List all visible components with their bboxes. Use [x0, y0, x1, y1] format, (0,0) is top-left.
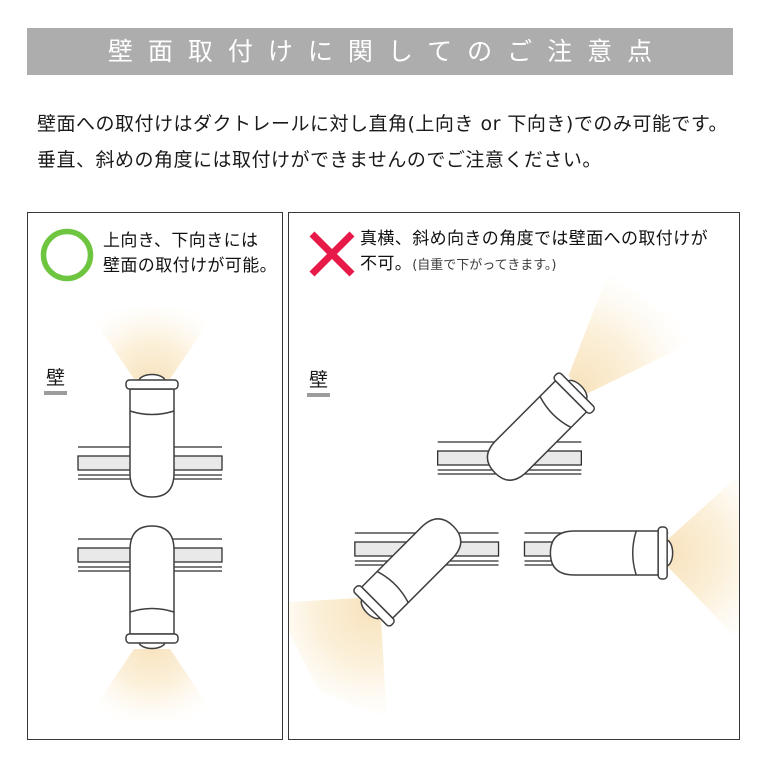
light-beam-sideways [667, 475, 739, 641]
spotlight-tilted-down-left [347, 507, 473, 633]
spotlight-tilted-up-right [475, 366, 601, 492]
ok-panel: 上向き、下向きには 壁面の取付けが可能。 壁 [27, 212, 283, 740]
ok-caption-line-2: 壁面の取付けが可能。 [103, 256, 277, 276]
ng-diagram [289, 273, 739, 718]
ok-caption-line-1: 上向き、下向きには [103, 231, 259, 251]
intro-line-2: 垂直、斜めの角度には取付けができませんのでご注意ください。 [37, 149, 602, 171]
wall-label: 壁 [307, 365, 331, 397]
page-title: 壁面取付けに関してのご注意点 [107, 37, 668, 66]
ok-caption: 上向き、下向きには 壁面の取付けが可能。 [103, 229, 277, 279]
wall-label: 壁 [44, 363, 68, 395]
spotlight-facing-down [125, 525, 179, 650]
light-beam-down [86, 649, 218, 720]
ok-circle-icon [40, 228, 94, 282]
intro-text: 壁面への取付けはダクトレールに対し直角(上向き or 下向き)でのみ可能です。 … [37, 106, 737, 178]
light-beam-up [86, 308, 218, 379]
ng-caption: 真横、斜め向きの角度では壁面への取付けが 不可。(自重で下がってきます。) [360, 227, 708, 278]
ng-panel: 真横、斜め向きの角度では壁面への取付けが 不可。(自重で下がってきます。) 壁 [288, 212, 740, 740]
ng-caption-line-1: 真横、斜め向きの角度では壁面への取付けが [360, 229, 708, 249]
ng-cross-icon [309, 231, 355, 277]
title-bar: 壁面取付けに関してのご注意点 [27, 28, 733, 75]
light-beam-diagonal-down [289, 598, 387, 718]
intro-line-1: 壁面への取付けはダクトレールに対し直角(上向き or 下向き)でのみ可能です。 [37, 113, 728, 135]
spotlight-facing-up [125, 373, 179, 498]
spotlight-sideways [549, 526, 674, 580]
ng-caption-line-2: 不可。 [360, 254, 413, 274]
ng-caption-note: (自重で下がってきます。) [412, 258, 557, 273]
ok-diagram [77, 308, 223, 720]
light-beam-diagonal-up [568, 273, 702, 394]
